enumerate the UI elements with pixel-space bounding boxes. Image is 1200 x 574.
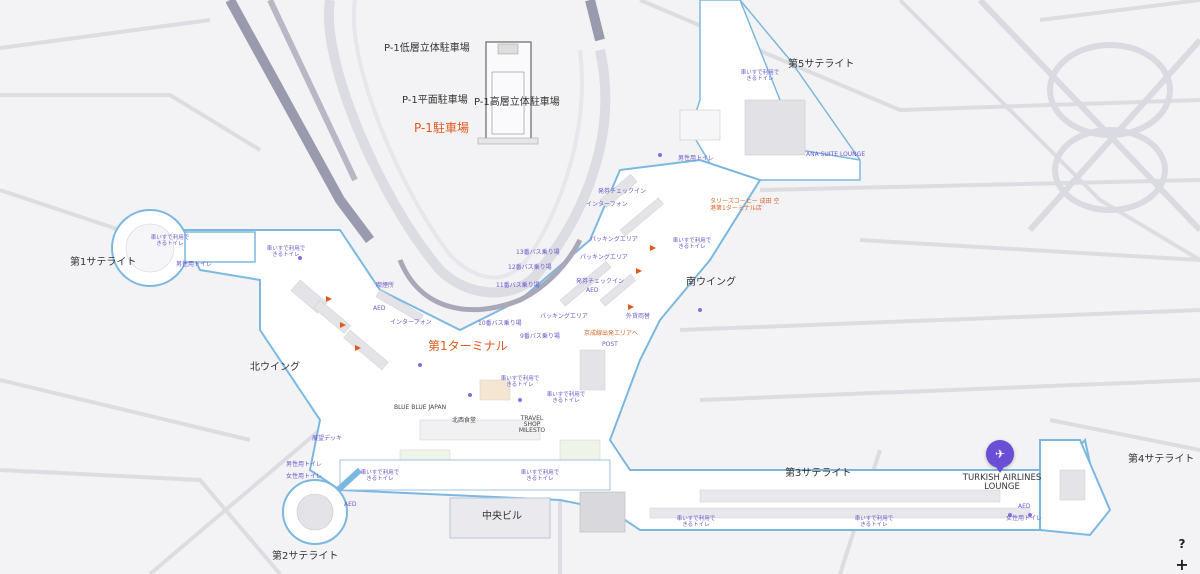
label-bus-13[interactable]: 13番バス乗り場 (516, 249, 560, 256)
label-packing-area-2[interactable]: パッキングエリア (580, 254, 628, 261)
label-aed-south[interactable]: AED (586, 287, 599, 294)
label-terminal-1[interactable]: 第1ターミナル (428, 339, 508, 353)
satellite-5 (679, 0, 861, 181)
label-toilet-center-1[interactable]: 車いすで利用できるトイレ (500, 376, 540, 389)
label-toilet-lower-2[interactable]: 車いすで利用できるトイレ (520, 470, 560, 483)
p1-parking-structure (477, 41, 539, 145)
label-blue-blue-japan[interactable]: BLUE BLUE JAPAN (394, 404, 447, 411)
cloverleaf-highway (977, 0, 1200, 233)
label-p1-parking[interactable]: P-1駐車場 (414, 121, 469, 135)
zoom-in-icon[interactable]: + (1175, 554, 1189, 574)
label-p1-high-parking: P-1高層立体駐車場 (474, 97, 560, 108)
label-toilet-sat3-1[interactable]: 車いすで利用できるトイレ (676, 516, 716, 529)
label-satellite-1[interactable]: 第1サテライト (70, 257, 137, 268)
label-satellite-4[interactable]: 第4サテライト (1128, 454, 1195, 465)
terminal-1-body (178, 158, 1102, 539)
label-observation[interactable]: 展望デッキ (312, 435, 343, 442)
label-toilet-sat5[interactable]: 車いすで利用できるトイレ (740, 70, 780, 83)
label-departure-area[interactable]: 京成線出発エリアへ (584, 330, 639, 337)
label-toilet-sat3-2[interactable]: 車いすで利用できるトイレ (854, 516, 894, 529)
label-toilet-sat1[interactable]: 車いすで利用できるトイレ (150, 235, 190, 248)
label-kitaichi[interactable]: 北西食堂 (452, 417, 477, 424)
label-bus-9[interactable]: 9番バス乗り場 (520, 333, 560, 340)
label-aed-north[interactable]: AED (373, 305, 386, 312)
label-checkin-south-2[interactable]: 発券チェックイン (576, 278, 625, 285)
label-women-toilet-sat2[interactable]: 女性用トイレ (286, 473, 323, 480)
satellite-4 (1039, 439, 1112, 537)
label-bus-12[interactable]: 12番バス乗り場 (508, 264, 552, 271)
lounge-pin-icon[interactable]: ✈ (986, 440, 1014, 473)
label-checkin-south[interactable]: 発券チェックイン (598, 188, 647, 195)
label-p1-low-parking: P-1低層立体駐車場 (384, 43, 470, 54)
label-north-wing[interactable]: 北ウイング (250, 362, 300, 373)
label-satellite-5[interactable]: 第5サテライト (788, 59, 855, 70)
flight-markers (326, 245, 656, 351)
label-toilet-north[interactable]: 車いすで利用できるトイレ (266, 246, 306, 259)
label-aed-sat4[interactable]: AED (1018, 503, 1031, 510)
label-intercom-south[interactable]: インターフォン (586, 201, 628, 208)
label-toilet-lower-1[interactable]: 車いすで利用できるトイレ (360, 470, 400, 483)
label-post[interactable]: POST (602, 341, 618, 348)
label-toilet-south[interactable]: 車いすで利用できるトイレ (672, 238, 712, 251)
label-central-building[interactable]: 中央ビル (482, 511, 522, 522)
label-packing-area-1[interactable]: パッキングエリア (590, 236, 638, 243)
label-bus-10[interactable]: 10番バス乗り場 (478, 320, 522, 327)
satellite-1 (111, 209, 256, 287)
label-turkish-lounge[interactable]: TURKISH AIRLINES LOUNGE (962, 473, 1042, 493)
label-toilet-center-2[interactable]: 車いすで利用できるトイレ (546, 392, 586, 405)
label-south-wing[interactable]: 南ウイング (686, 277, 736, 288)
label-satellite-2[interactable]: 第2サテライト (272, 551, 339, 562)
label-travel-shop[interactable]: TRAVEL SHOP MILESTO (518, 415, 546, 434)
label-men-toilet-sat1[interactable]: 男性用トイレ (176, 261, 213, 268)
label-satellite-3[interactable]: 第3サテライト (785, 468, 852, 479)
label-p1-flat-parking: P-1平面駐車場 (402, 95, 468, 106)
highway-ramps (225, 0, 611, 298)
bus-loop (397, 238, 583, 313)
label-bus-11[interactable]: 11番バス乗り場 (496, 282, 540, 289)
poi-dots (298, 153, 1032, 517)
label-ana-suite-lounge[interactable]: ANA SUITE LOUNGE (806, 151, 866, 158)
satellite-2 (282, 467, 363, 545)
label-men-toilet-south[interactable]: 男性用トイレ (678, 155, 715, 162)
label-packing-area-3[interactable]: パッキングエリア (540, 313, 588, 320)
label-aed-sat2[interactable]: AED (344, 501, 357, 508)
label-coffee-shop[interactable]: タリーズコーヒー 成田 空港第1ターミナル店 (710, 198, 780, 213)
label-smoking[interactable]: 喫煙所 (376, 282, 395, 289)
help-icon[interactable]: ? (1178, 537, 1186, 551)
label-intercom-north[interactable]: インターフォン (390, 319, 432, 326)
label-exchange[interactable]: 外貨両替 (626, 313, 651, 320)
label-women-toilet-sat4[interactable]: 女性用トイレ (1006, 515, 1043, 522)
label-men-toilet-sat2[interactable]: 男性用トイレ (286, 461, 323, 468)
